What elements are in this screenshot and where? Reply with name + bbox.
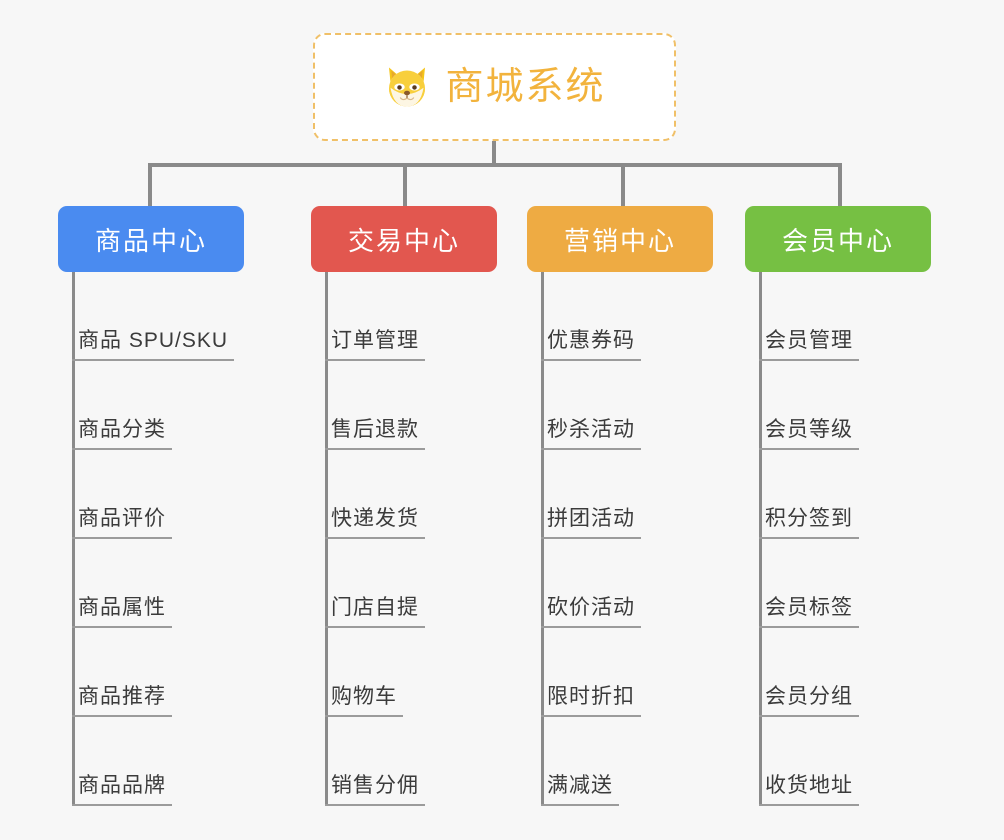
list-item-label: 收货地址 <box>759 775 859 806</box>
list-item-label: 快递发货 <box>325 508 425 539</box>
root-node[interactable]: 商城系统 <box>313 33 676 141</box>
list-item-label: 商品品牌 <box>72 775 172 806</box>
list-item-label: 会员标签 <box>759 597 859 628</box>
list-item-label: 购物车 <box>325 686 403 717</box>
list-item[interactable]: 优惠券码 <box>541 272 641 361</box>
list-item[interactable]: 商品分类 <box>72 361 234 450</box>
branch-items-1: 商品 SPU/SKU 商品分类 商品评价 商品属性 商品推荐 商品品牌 <box>72 272 235 806</box>
branch-header-4[interactable]: 会员中心 <box>745 206 931 272</box>
branch-items-4: 会员管理 会员等级 积分签到 会员标签 会员分组 收货地址 <box>759 272 859 806</box>
branch-header-1[interactable]: 商品中心 <box>58 206 244 272</box>
list-item[interactable]: 会员分组 <box>759 628 859 717</box>
branch-items-3: 优惠券码 秒杀活动 拼团活动 砍价活动 限时折扣 满减送 <box>541 272 641 806</box>
list-item[interactable]: 限时折扣 <box>541 628 641 717</box>
branch-column-1: 商品中心 商品 SPU/SKU 商品分类 商品评价 商品属性 商品推荐 商品品牌 <box>58 206 244 806</box>
list-item[interactable]: 商品推荐 <box>72 628 234 717</box>
list-item-label: 订单管理 <box>325 330 425 361</box>
list-item-label: 会员管理 <box>759 330 859 361</box>
list-item-label: 商品评价 <box>72 508 172 539</box>
list-item[interactable]: 售后退款 <box>325 361 425 450</box>
list-item-label: 会员分组 <box>759 686 859 717</box>
branch-header-3[interactable]: 营销中心 <box>527 206 713 272</box>
list-item-label: 积分签到 <box>759 508 859 539</box>
list-item[interactable]: 会员标签 <box>759 539 859 628</box>
list-item[interactable]: 满减送 <box>541 717 641 806</box>
trunk-vertical-connector <box>492 141 496 167</box>
branch-drop-connector-2 <box>403 163 407 208</box>
list-item[interactable]: 销售分佣 <box>325 717 425 806</box>
list-item-label: 门店自提 <box>325 597 425 628</box>
list-item[interactable]: 商品 SPU/SKU <box>72 272 235 361</box>
list-item-label: 商品 SPU/SKU <box>72 330 235 361</box>
branch-drop-connector-1 <box>148 163 152 208</box>
list-item-label: 拼团活动 <box>541 508 641 539</box>
list-item[interactable]: 会员等级 <box>759 361 859 450</box>
list-item[interactable]: 砍价活动 <box>541 539 641 628</box>
branch-column-2: 交易中心 订单管理 售后退款 快递发货 门店自提 购物车 销售分佣 <box>311 206 497 806</box>
list-item[interactable]: 秒杀活动 <box>541 361 641 450</box>
list-item-label: 商品属性 <box>72 597 172 628</box>
list-item-label: 限时折扣 <box>541 686 641 717</box>
list-item[interactable]: 拼团活动 <box>541 450 641 539</box>
root-title: 商城系统 <box>445 66 606 108</box>
branch-column-4: 会员中心 会员管理 会员等级 积分签到 会员标签 会员分组 收货地址 <box>745 206 931 806</box>
branch-items-2: 订单管理 售后退款 快递发货 门店自提 购物车 销售分佣 <box>325 272 425 806</box>
list-item-label: 砍价活动 <box>541 597 641 628</box>
list-item-label: 会员等级 <box>759 419 859 450</box>
trunk-horizontal-connector <box>148 163 842 167</box>
list-item[interactable]: 商品评价 <box>72 450 234 539</box>
list-item[interactable]: 商品属性 <box>72 539 234 628</box>
list-item-label: 商品分类 <box>72 419 172 450</box>
branch-drop-connector-4 <box>838 163 842 208</box>
list-item[interactable]: 快递发货 <box>325 450 425 539</box>
branch-header-2[interactable]: 交易中心 <box>311 206 497 272</box>
list-item[interactable]: 积分签到 <box>759 450 859 539</box>
shiba-dog-icon <box>383 63 431 111</box>
list-item[interactable]: 商品品牌 <box>72 717 234 806</box>
list-item[interactable]: 订单管理 <box>325 272 425 361</box>
list-item[interactable]: 门店自提 <box>325 539 425 628</box>
list-item-label: 优惠券码 <box>541 330 641 361</box>
list-item-label: 满减送 <box>541 775 619 806</box>
list-item[interactable]: 购物车 <box>325 628 425 717</box>
list-item-label: 售后退款 <box>325 419 425 450</box>
list-item-label: 商品推荐 <box>72 686 172 717</box>
list-item-label: 销售分佣 <box>325 775 425 806</box>
list-item[interactable]: 会员管理 <box>759 272 859 361</box>
branch-column-3: 营销中心 优惠券码 秒杀活动 拼团活动 砍价活动 限时折扣 满减送 <box>527 206 713 806</box>
list-item-label: 秒杀活动 <box>541 419 641 450</box>
list-item[interactable]: 收货地址 <box>759 717 859 806</box>
branch-drop-connector-3 <box>621 163 625 208</box>
